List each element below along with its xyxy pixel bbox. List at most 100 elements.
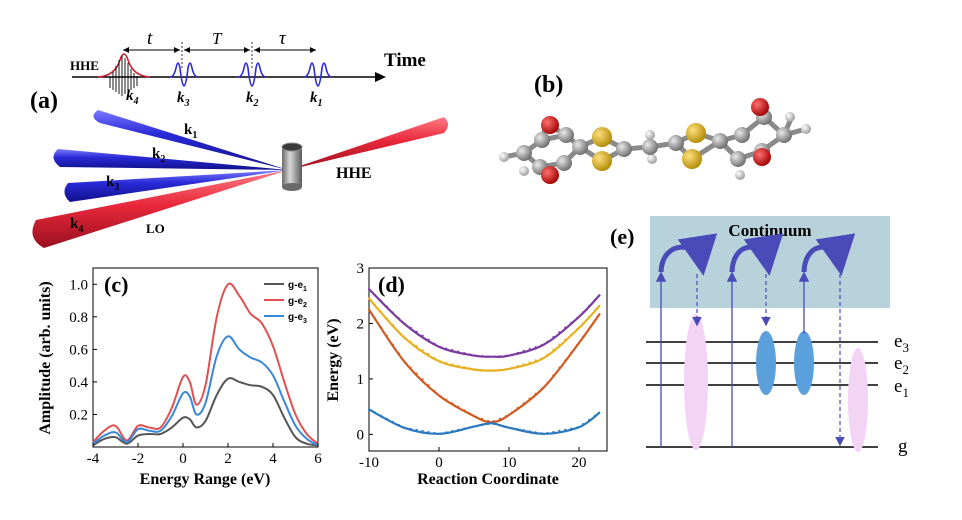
panel-d-point [576, 426, 579, 429]
k1-beam [93, 110, 288, 170]
blue-oval-1 [756, 331, 776, 395]
panel-d-point [522, 402, 525, 405]
panel-e-label: (e) [610, 224, 634, 249]
panel-d-point [433, 389, 436, 393]
panel-d-point [510, 366, 513, 370]
panel-d-point [570, 427, 573, 430]
panel-d-series-blue [368, 408, 601, 435]
legend-label-g-e1: g-e1 [288, 280, 307, 293]
panel-d-xtick-label: -10 [359, 455, 379, 471]
panel-b-label: (b) [534, 72, 564, 98]
panel-c-xlabel: Energy Range (eV) [140, 471, 271, 488]
continuum-label: Continuum [728, 221, 811, 240]
pink-oval-2 [848, 348, 868, 452]
k1-pulse [303, 62, 333, 87]
panel-a-figure: HHE Time t T τ k4 k3 k2 k1 k1 k2 k3 k4 L… [32, 30, 448, 248]
panel-d-point [558, 429, 561, 432]
panel-d-point [504, 368, 507, 371]
panel-c-ytick-label: 0.2 [69, 407, 88, 423]
panel-c-xtick-label: -4 [87, 451, 100, 467]
panel-d-point [469, 353, 472, 356]
panel-d-point [546, 340, 549, 343]
panel-d-point [385, 417, 388, 420]
panel-d-point [498, 424, 501, 427]
panel-d-point [576, 328, 579, 331]
k2-pulse [237, 62, 267, 87]
panel-d-point [510, 427, 513, 430]
panel-d-xlabel: Reaction Coordinate [417, 471, 559, 488]
panel-d-point [564, 338, 567, 341]
panel-c-series-g-e2 [92, 282, 319, 445]
panel-d-point [540, 357, 543, 360]
panel-d-point [457, 350, 460, 353]
panel-d-point [552, 335, 555, 339]
panel-d-point [445, 398, 448, 401]
k3-pulse [169, 62, 199, 87]
panel-d-ylabel: Energy (eV) [325, 318, 342, 401]
panel-d-point [433, 342, 436, 345]
legend-label-g-e2: g-e2 [288, 296, 307, 309]
panel-d-point [558, 343, 561, 346]
panel-d-point [486, 419, 490, 423]
panel-d-point [469, 426, 472, 429]
panel-d-point [373, 293, 377, 297]
panel-d-point [480, 423, 484, 427]
interval-T-label: T [212, 30, 223, 48]
panel-d-point [463, 427, 466, 430]
panel-d-point [528, 430, 531, 433]
panel-d-point [415, 372, 418, 375]
panel-d-point [588, 304, 591, 308]
panel-d-point [469, 412, 472, 415]
interval-arrowheads [123, 47, 316, 53]
interval-t-label: t [147, 30, 153, 49]
panel-d-point [522, 429, 525, 432]
panel-d-point [546, 353, 549, 356]
panel-d-point [445, 361, 448, 365]
panel-d-point [498, 417, 501, 420]
beam-k3-label: k3 [106, 174, 119, 193]
panel-c-xtick-label: 0 [179, 451, 187, 467]
panel-d-point [540, 344, 543, 347]
panel-c-series-g-e1 [92, 377, 319, 447]
panel-d-point [391, 323, 394, 326]
panel-c-xtick-label: -2 [132, 451, 145, 467]
panel-d-point [552, 374, 555, 377]
panel-d-label: (d) [378, 272, 405, 297]
beam-k4-label: k4 [70, 216, 83, 235]
panel-d-point [469, 367, 472, 370]
beam-hhe-label: HHE [336, 165, 372, 182]
panel-d-point [475, 425, 478, 428]
panel-c-series-g-e3 [92, 335, 319, 447]
panel-d-plot-frame [368, 267, 608, 452]
panel-d-point [397, 423, 400, 427]
panel-d-point [463, 352, 466, 355]
panel-d-point [516, 428, 519, 431]
panel-c-xtick-label: 6 [314, 451, 322, 467]
panel-d-point [504, 354, 507, 357]
panel-d-point [480, 368, 484, 372]
panel-d-point [367, 287, 371, 291]
panel-d-point [486, 355, 490, 358]
panel-d-point [588, 327, 591, 330]
panel-d-point [379, 326, 382, 329]
gas-cell-icon [281, 142, 303, 191]
panel-d-point [582, 423, 585, 426]
panel-d-point [475, 368, 478, 371]
panel-d-xtick-label: 10 [502, 455, 517, 471]
panel-d-point [379, 414, 382, 417]
panel-d-point [528, 361, 531, 364]
panel-d-point [421, 429, 424, 433]
panel-c-legend: g-e1 g-e2 g-e3 [264, 280, 307, 325]
panel-d-point [439, 432, 442, 435]
panel-d-point [576, 343, 579, 347]
panel-d-point [463, 409, 466, 412]
k2-beam [53, 149, 288, 170]
panel-c-xtick-label: 2 [224, 451, 232, 467]
legend-label-g-e3: g-e3 [288, 312, 307, 325]
panel-a-label: (a) [30, 88, 58, 114]
panel-d-point [534, 431, 537, 434]
